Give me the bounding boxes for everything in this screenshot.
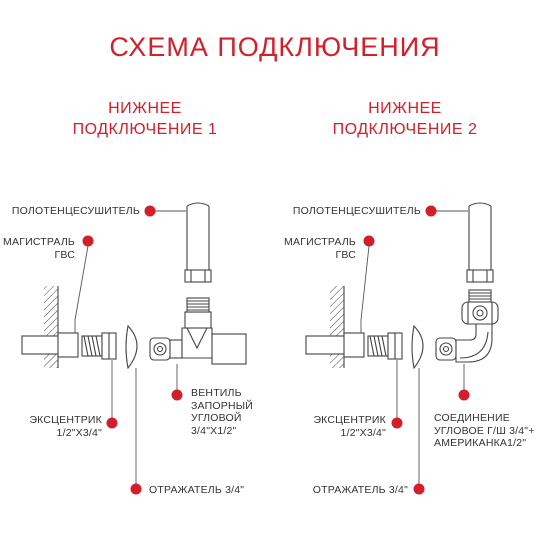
marker-dot [391,417,403,429]
marker-dot [130,483,142,495]
label-eccentric-1: ЭКСЦЕНТРИК 1/2"Х3/4" [0,414,102,439]
reflector-2 [411,324,424,370]
angle-valve-1 [149,297,247,365]
label-valve-1-line1: ВЕНТИЛЬ [191,387,242,399]
label-main-line-1-line2: ГВС [54,248,75,261]
variant-2-title-line1: НИЖНЕЕ [368,100,442,117]
eccentric-1 [81,332,117,360]
variant-2-title-line2: ПОДКЛЮЧЕНИЕ 2 [332,121,478,138]
label-valve-1-line2: ЗАПОРНЫЙ [191,399,253,412]
label-towel-dryer-1: ПОЛОТЕНЦЕСУШИТЕЛЬ [11,205,140,217]
variant-1-title-line2: ПОДКЛЮЧЕНИЕ 1 [72,121,218,138]
marker-dot [144,205,156,217]
marker-dot [171,389,183,401]
marker-dot [82,235,94,247]
label-eccentric-2-line2: 1/2"Х3/4" [340,426,386,439]
marker-dot [413,483,425,495]
marker-dot [425,205,437,217]
marker-dot [363,235,375,247]
label-eccentric-2: ЭКСЦЕНТРИК 1/2"Х3/4" [260,414,386,439]
label-valve-1-line3: УГЛОВОЙ [191,412,242,424]
angle-connection-2 [435,289,499,363]
label-eccentric-1-line2: 1/2"Х3/4" [56,426,102,439]
label-valve-1: ВЕНТИЛЬ ЗАПОРНЫЙ УГЛОВОЙ 3/4"Х1/2" [191,387,253,437]
label-main-line-1: МАГИСТРАЛЬ ГВС [0,236,75,261]
towel-dryer-pipe-1 [184,202,212,283]
wall-2 [330,286,344,368]
label-towel-dryer-2: ПОЛОТЕНЦЕСУШИТЕЛЬ [292,205,421,217]
eccentric-2 [367,332,403,360]
label-reflector-1: ОТРАЖАТЕЛЬ 3/4" [149,484,245,496]
label-reflector-2: ОТРАЖАТЕЛЬ 3/4" [312,484,408,496]
wall-1 [44,286,58,368]
variant-1-title: НИЖНЕЕ ПОДКЛЮЧЕНИЕ 1 [40,98,250,140]
label-main-line-2-line1: МАГИСТРАЛЬ [284,236,356,248]
variant-1-drawing [21,202,247,370]
variant-2-drawing [305,202,499,370]
label-eccentric-1-line1: ЭКСЦЕНТРИК [29,414,102,426]
label-main-line-2: МАГИСТРАЛЬ ГВС [260,236,356,261]
label-main-line-2-line2: ГВС [335,248,356,261]
label-connection-2-line1: СОЕДИНЕНИЕ [434,412,510,424]
page-title: СХЕМА ПОДКЛЮЧЕНИЯ [109,32,441,62]
reflector-1 [125,324,138,370]
towel-dryer-pipe-2 [466,202,494,283]
label-connection-2-line3: АМЕРИКАНКА1/2" [434,437,527,449]
label-connection-2: СОЕДИНЕНИЕ УГЛОВОЕ Г/Ш 3/4"+ АМЕРИКАНКА1… [434,412,535,450]
marker-dot [106,417,118,429]
label-valve-1-line4: 3/4"Х1/2" [191,424,237,437]
label-eccentric-2-line1: ЭКСЦЕНТРИК [313,414,386,426]
marker-dot [458,389,470,401]
variant-2-title: НИЖНЕЕ ПОДКЛЮЧЕНИЕ 2 [300,98,510,140]
label-connection-2-line2: УГЛОВОЕ Г/Ш 3/4"+ [434,424,535,437]
variant-1-title-line1: НИЖНЕЕ [108,100,182,117]
label-main-line-1-line1: МАГИСТРАЛЬ [3,236,75,248]
